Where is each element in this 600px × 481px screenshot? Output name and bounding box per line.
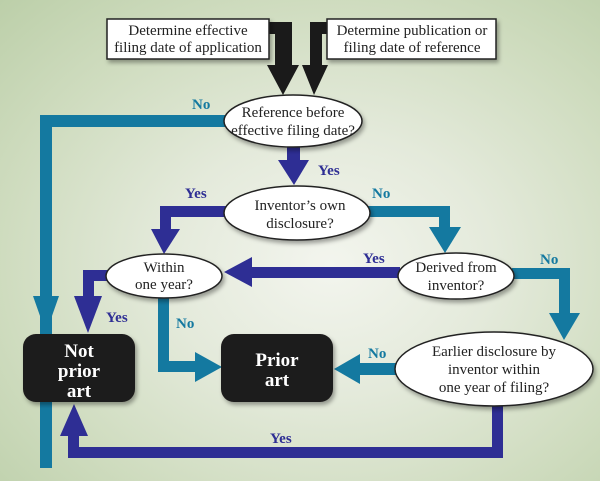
- label-ref-yes: Yes: [318, 163, 340, 179]
- terminal-not-line-3: art: [67, 381, 92, 402]
- input-reference-line-1: Determine publication or: [337, 23, 488, 39]
- arrow-earlier-no: [334, 354, 398, 384]
- arrow-earlier-yes: [60, 400, 503, 458]
- decision-own-line-1: Inventor’s own: [255, 198, 346, 214]
- arrow-own-no: [366, 206, 461, 253]
- arrow-derived-yes: [224, 257, 400, 287]
- terminal-not-line-2: prior: [58, 361, 101, 382]
- arrow-own-yes: [151, 206, 226, 254]
- input-application-line-2: filing date of application: [114, 40, 262, 56]
- label-own-no: No: [372, 186, 390, 202]
- terminal-prior-art: Prior art: [221, 334, 333, 402]
- label-ref-no: No: [192, 97, 210, 113]
- decision-own-line-2: disclosure?: [266, 216, 334, 232]
- decision-derived-line-1: Derived from: [415, 260, 497, 276]
- decision-reference-line-1: Reference before: [242, 105, 345, 121]
- terminal-not-line-1: Not: [64, 341, 94, 362]
- decision-earlier-line-3: one year of filing?: [439, 380, 550, 396]
- arrow-ref-yes: [278, 147, 309, 185]
- label-earlier-no: No: [368, 346, 386, 362]
- decision-derived-line-2: inventor?: [428, 278, 485, 294]
- label-derived-no: No: [540, 252, 558, 268]
- decision-earlier-disclosure: Earlier disclosure by inventor within on…: [394, 331, 594, 407]
- input-reference-line-2: filing date of reference: [344, 40, 481, 56]
- arrow-ref-no: [33, 115, 230, 468]
- input-arrow-application: [267, 22, 299, 95]
- decision-inventors-own: Inventor’s own disclosure?: [223, 185, 371, 241]
- label-within-no: No: [176, 316, 194, 332]
- decision-earlier-line-2: inventor within: [448, 362, 541, 378]
- decision-reference-line-2: effective filing date?: [231, 123, 355, 139]
- terminal-prior-line-2: art: [265, 370, 290, 391]
- arrow-within-no: [158, 294, 222, 382]
- terminal-not-prior-art: Not prior art: [23, 334, 135, 402]
- decision-within-line-1: Within: [143, 260, 185, 276]
- label-within-yes: Yes: [106, 310, 128, 326]
- label-derived-yes: Yes: [363, 251, 385, 267]
- decision-within-line-2: one year?: [135, 277, 193, 293]
- decision-reference-before: Reference before effective filing date?: [223, 94, 363, 148]
- input-application-line-1: Determine effective: [128, 23, 248, 39]
- decision-earlier-line-1: Earlier disclosure by: [432, 344, 557, 360]
- decision-within-one-year: Within one year?: [105, 253, 223, 299]
- input-box-reference: Determine publication or filing date of …: [326, 18, 497, 60]
- input-arrow-reference: [302, 22, 328, 95]
- label-own-yes: Yes: [185, 186, 207, 202]
- arrow-derived-no: [512, 268, 580, 340]
- decision-derived-from: Derived from inventor?: [397, 252, 515, 300]
- label-earlier-yes: Yes: [270, 431, 292, 447]
- input-box-application: Determine effective filing date of appli…: [106, 18, 270, 60]
- terminal-prior-line-1: Prior: [255, 350, 299, 371]
- arrow-within-yes: [74, 270, 117, 333]
